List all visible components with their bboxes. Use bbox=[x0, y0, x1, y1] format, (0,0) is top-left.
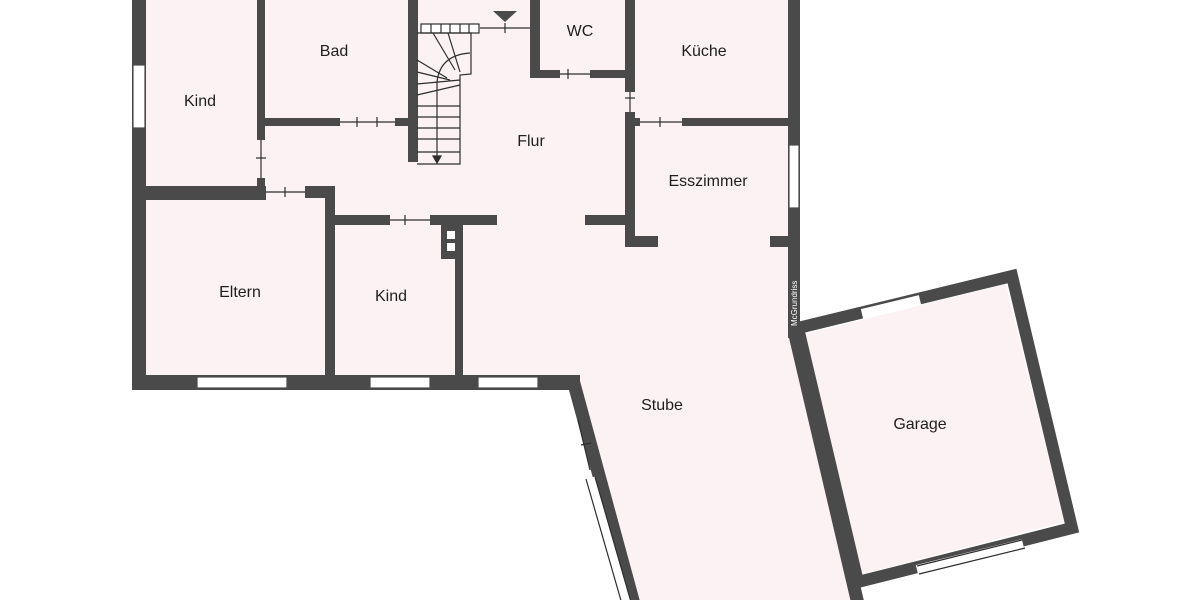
room-label-stube: Stube bbox=[641, 397, 683, 414]
staircase bbox=[416, 23, 480, 165]
room-label-kueche: Küche bbox=[681, 43, 726, 60]
room-label-flur: Flur bbox=[517, 133, 545, 150]
room-label-kind-2: Kind bbox=[375, 288, 407, 305]
entrance-marker-icon bbox=[493, 11, 517, 22]
watermark: McGrundriss bbox=[790, 281, 799, 326]
room-label-eltern: Eltern bbox=[219, 284, 261, 301]
room-label-wc: WC bbox=[567, 23, 594, 40]
chimney bbox=[441, 225, 457, 259]
garage-floor bbox=[805, 284, 1064, 574]
room-label-bad: Bad bbox=[320, 43, 348, 60]
interior-walls bbox=[146, 0, 788, 380]
room-label-garage: Garage bbox=[893, 416, 946, 433]
door-markers bbox=[256, 23, 682, 471]
windows bbox=[132, 64, 1026, 600]
house-floor bbox=[146, 0, 852, 600]
room-label-esszimmer: Esszimmer bbox=[668, 173, 748, 190]
room-label-kind: Kind bbox=[184, 93, 216, 110]
